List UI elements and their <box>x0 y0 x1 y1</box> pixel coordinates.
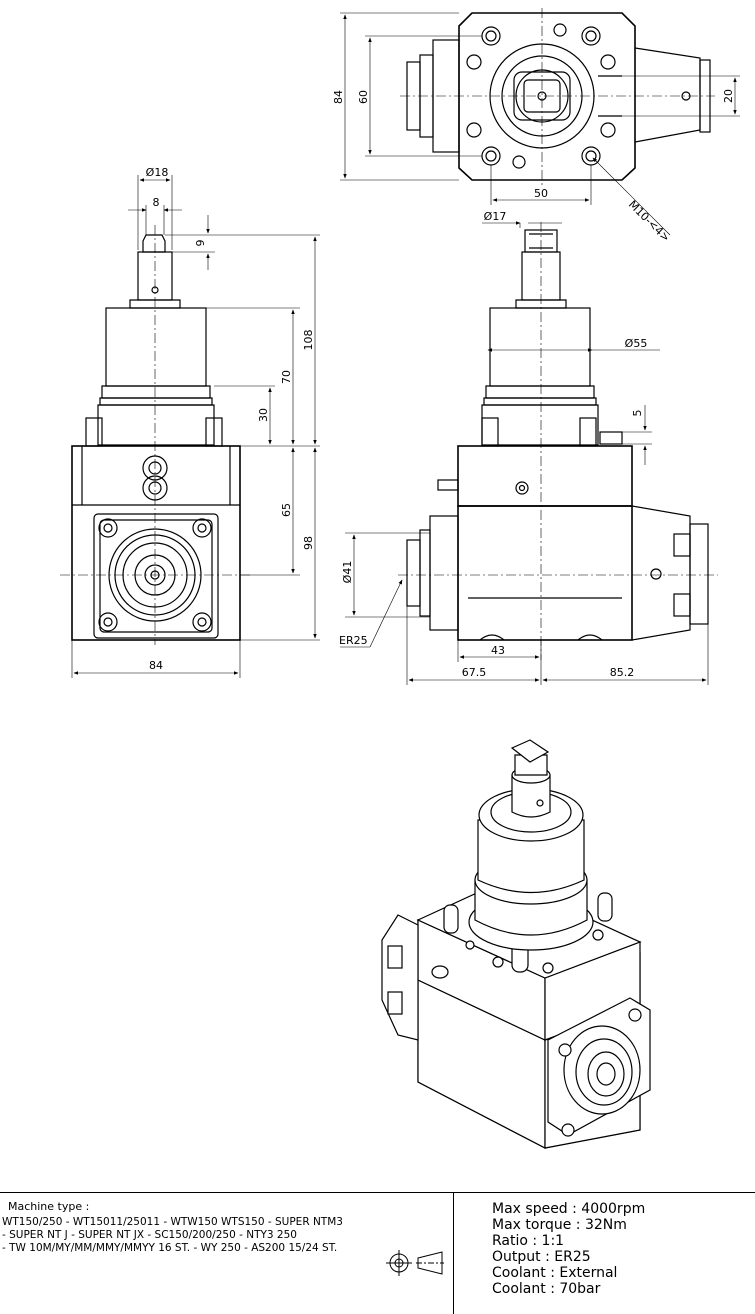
machine-type-title: Machine type : <box>8 1200 90 1213</box>
first-angle-projection-icon <box>386 1250 444 1276</box>
machine-type-line-1: WT150/250 - WT15011/25011 - WTW150 WTS15… <box>2 1216 343 1228</box>
machine-type-panel: Machine type : WT150/250 - WT15011/25011… <box>0 1193 454 1314</box>
dim-84-top: 84 <box>332 90 345 104</box>
dim-84-left: 84 <box>149 659 163 672</box>
dim-30: 30 <box>257 408 270 422</box>
title-block: Machine type : WT150/250 - WT15011/25011… <box>0 1192 755 1314</box>
top-view-dimensions <box>340 12 740 236</box>
spec-ratio: Ratio : 1:1 <box>492 1233 565 1249</box>
dim-dia18: Ø18 <box>146 166 169 179</box>
side-view-right-labels: Ø17 Ø55 5 Ø41 ER25 43 67.5 85.2 <box>339 210 647 679</box>
dim-9: 9 <box>194 240 207 247</box>
dim-5: 5 <box>631 410 644 417</box>
specs-panel: Max speed : 4000rpm Max torque : 32Nm Ra… <box>455 1193 755 1314</box>
dim-85-2: 85.2 <box>610 666 635 679</box>
front-view-left-labels: Ø18 8 9 108 70 30 65 98 84 <box>146 166 315 672</box>
dim-98: 98 <box>302 536 315 550</box>
top-view <box>400 8 715 186</box>
machine-type-line-2: - SUPER NT J - SUPER NT JX - SC150/200/2… <box>2 1229 297 1241</box>
side-view-right-dimensions <box>340 221 709 685</box>
front-view-left-dimensions <box>71 175 320 678</box>
dim-50: 50 <box>534 187 548 200</box>
side-view-right <box>398 222 718 660</box>
dim-dia55: Ø55 <box>625 337 648 350</box>
spec-coolant-pressure: Coolant : 70bar <box>492 1281 601 1297</box>
spec-max-torque: Max torque : 32Nm <box>492 1217 627 1233</box>
spec-max-speed: Max speed : 4000rpm <box>492 1201 646 1217</box>
dim-108: 108 <box>302 330 315 351</box>
dim-65: 65 <box>280 503 293 517</box>
dim-20: 20 <box>722 89 735 103</box>
dim-er25: ER25 <box>339 634 368 647</box>
spec-output: Output : ER25 <box>492 1249 591 1265</box>
dim-dia41: Ø41 <box>341 561 354 584</box>
dim-8: 8 <box>153 196 160 209</box>
dim-dia17: Ø17 <box>484 210 507 223</box>
dim-60: 60 <box>357 90 370 104</box>
spec-coolant-type: Coolant : External <box>492 1265 618 1281</box>
front-view-left <box>60 225 250 645</box>
dim-m10: M10-<4> <box>626 198 673 245</box>
dim-43: 43 <box>491 644 505 657</box>
technical-drawing: 84 60 20 50 M10-<4> <box>60 8 740 1149</box>
machine-type-line-3: - TW 10M/MY/MM/MMY/MMYY 16 ST. - WY 250 … <box>2 1242 338 1254</box>
dim-67-5: 67.5 <box>462 666 487 679</box>
isometric-view <box>381 739 651 1149</box>
dim-70: 70 <box>280 370 293 384</box>
